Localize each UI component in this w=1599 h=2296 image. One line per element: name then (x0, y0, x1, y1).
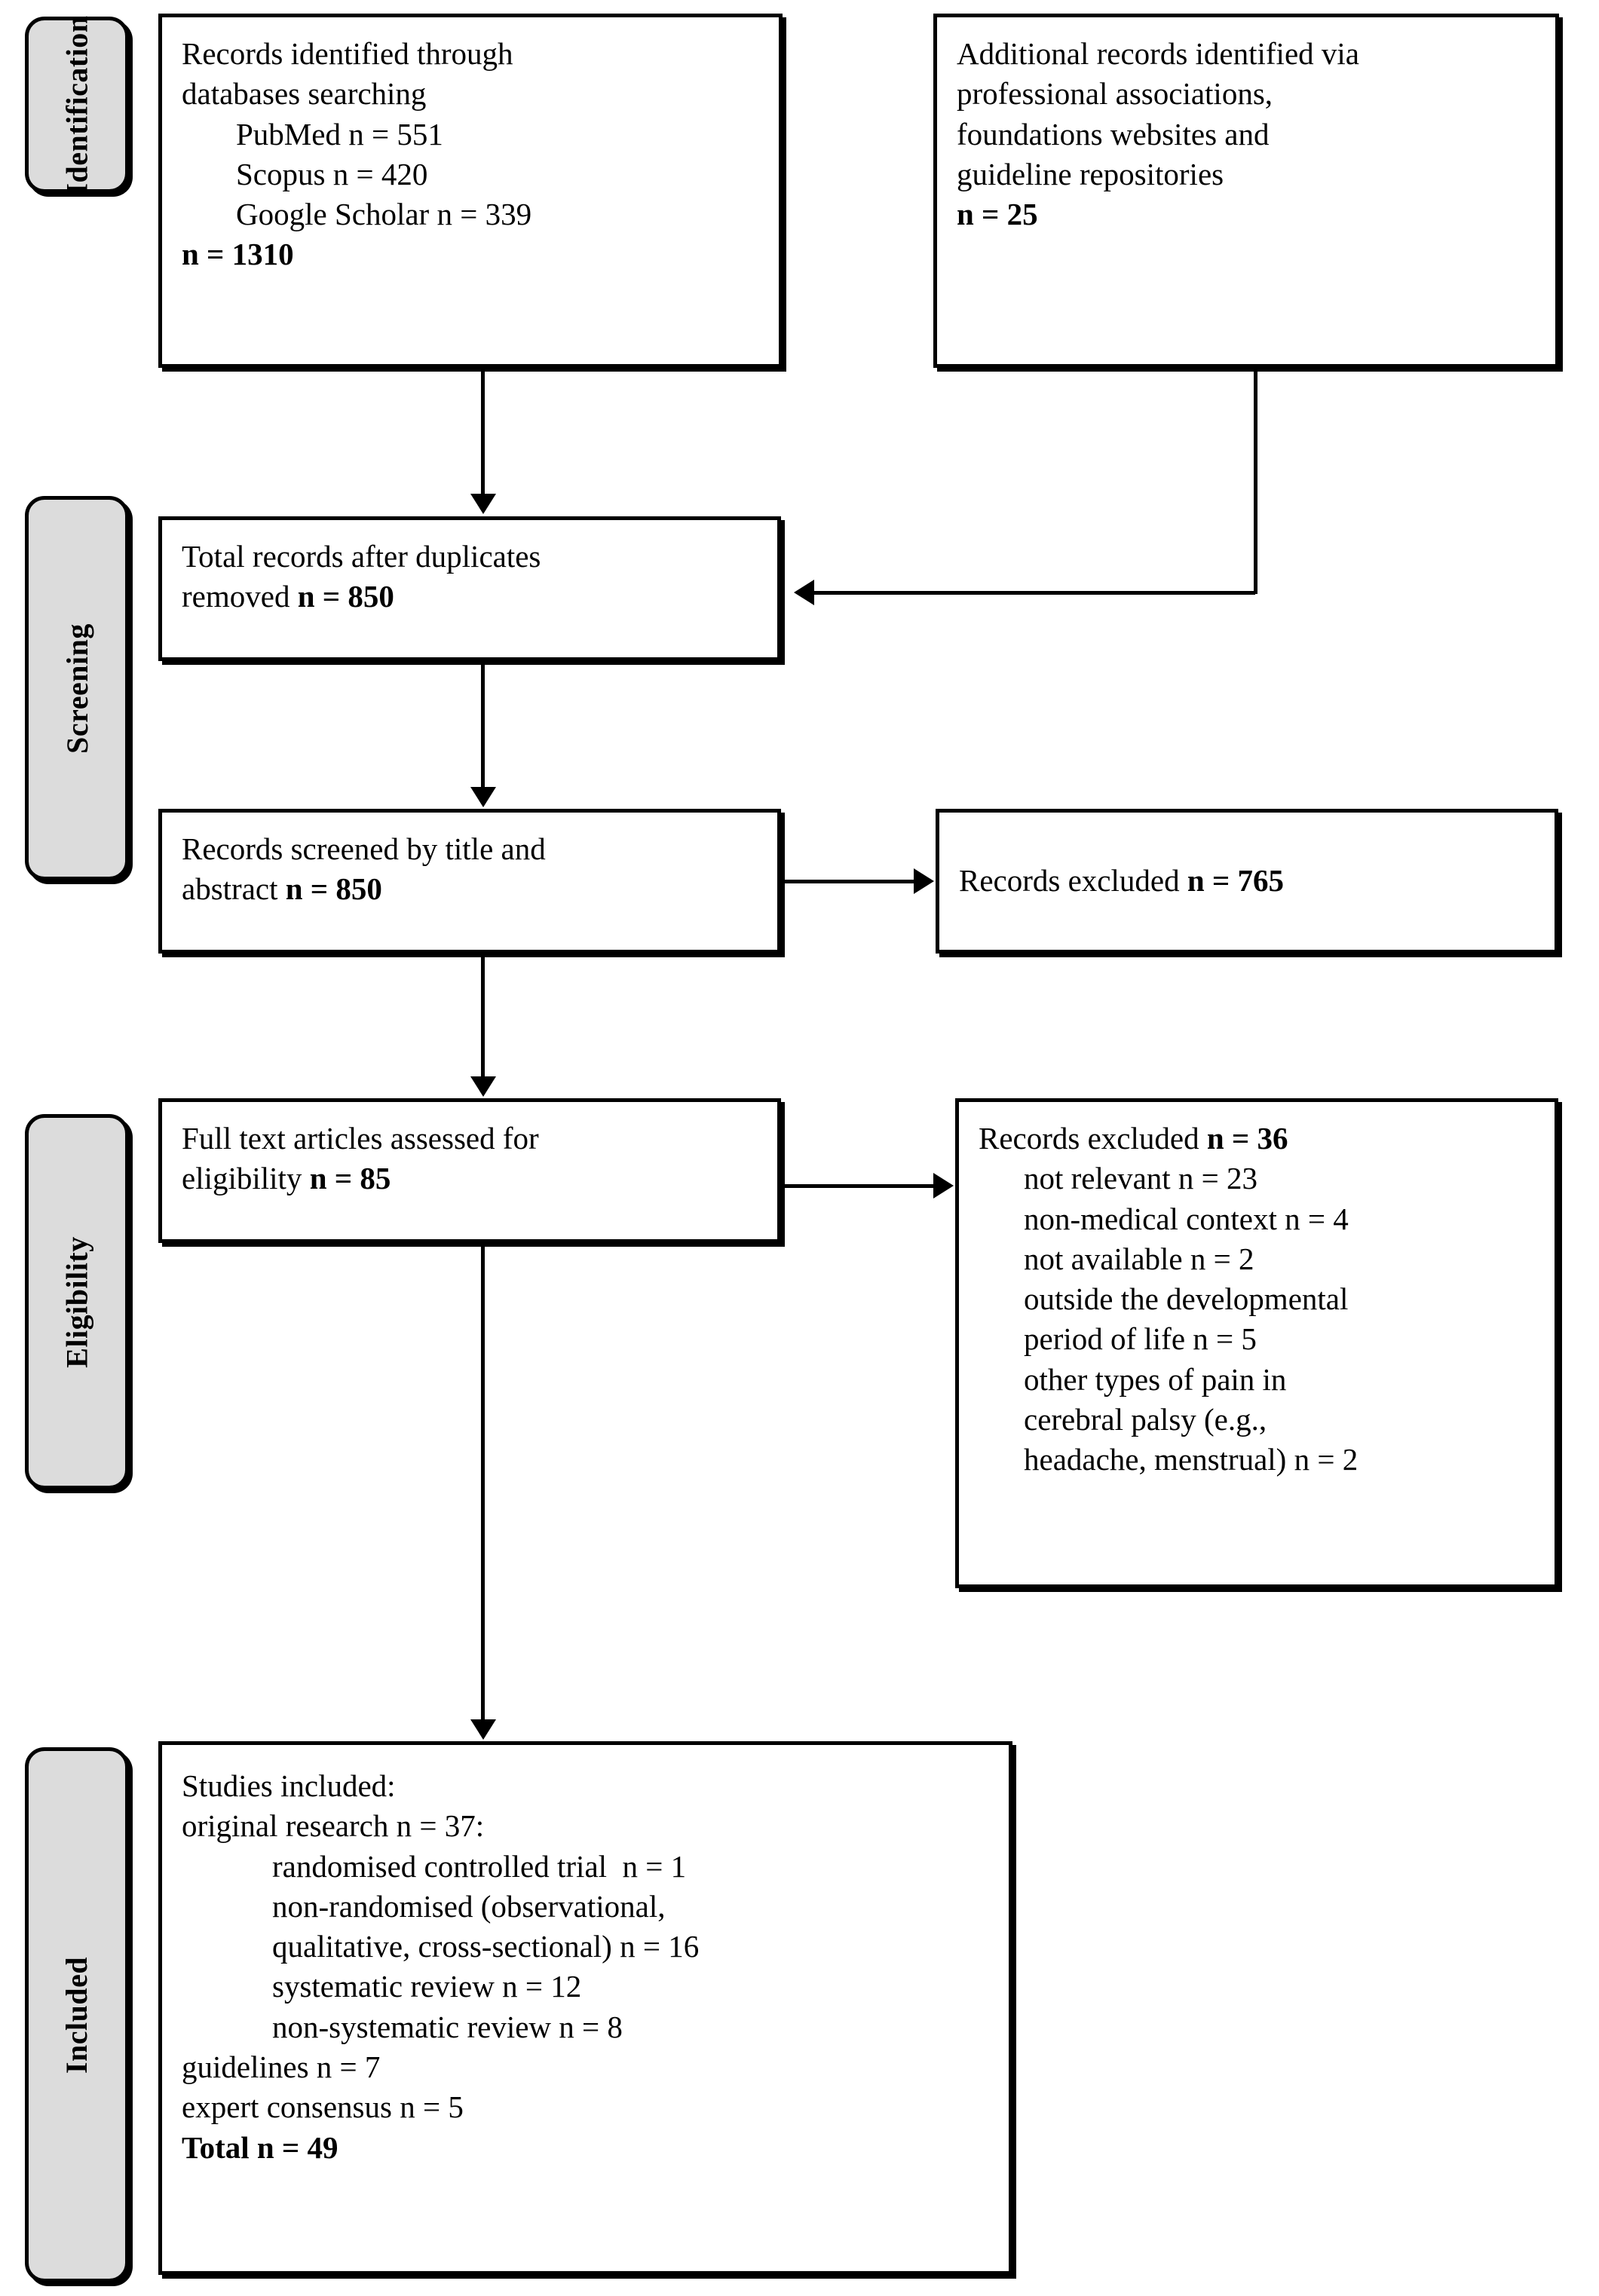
box-line: n = 1310 (182, 237, 294, 272)
box-line: PubMed n = 551 (236, 116, 443, 152)
arrow-duplicates-to-screened (470, 787, 496, 807)
connector-duplicates-to-screened (481, 661, 485, 789)
box-records-identified-databases: Records identified through databases sea… (158, 14, 783, 368)
stage-screening: Screening (25, 496, 129, 880)
box-line: Studies included: (182, 1768, 396, 1803)
box-line: professional associations, (957, 76, 1273, 112)
connector-additional-vertical (1254, 368, 1257, 594)
stage-included: Included (25, 1747, 129, 2282)
box-line: removed n = 850 (182, 579, 394, 614)
box-line: Additional records identified via (957, 36, 1359, 71)
box-line: Google Scholar n = 339 (236, 197, 532, 232)
box-line: non-randomised (observational, (272, 1888, 666, 1924)
box-line: Total records after duplicates (182, 539, 541, 574)
box-full-text-assessed: Full text articles assessed for eligibil… (158, 1098, 781, 1243)
box-line: systematic review n = 12 (272, 1969, 582, 2004)
box-line: foundations websites and (957, 116, 1270, 152)
box-line: randomised controlled trial n = 1 (272, 1848, 687, 1884)
arrow-fulltext-to-excluded (933, 1173, 954, 1199)
arrow-fulltext-to-included (470, 1719, 496, 1740)
box-line: headache, menstrual) n = 2 (1024, 1442, 1359, 1477)
box-line: Records excluded n = 36 (979, 1121, 1288, 1156)
box-line: Records identified through (182, 36, 513, 71)
box-line: Records screened by title and (182, 831, 546, 866)
box-line: Full text articles assessed for (182, 1121, 539, 1156)
arrow-databases-to-duplicates (470, 494, 496, 514)
connector-fulltext-to-included (481, 1243, 485, 1722)
connector-screened-to-excluded (783, 880, 915, 883)
stage-identification-label: Identification (60, 14, 94, 195)
stage-identification: Identification (25, 14, 129, 195)
box-line: expert consensus n = 5 (182, 2089, 464, 2125)
box-line: Records excluded n = 765 (959, 863, 1285, 899)
box-line: not available n = 2 (1024, 1241, 1254, 1276)
box-records-excluded-screening: Records excluded n = 765 (936, 809, 1558, 954)
connector-additional-horizontal (814, 591, 1255, 595)
box-line: original research n = 37: (182, 1808, 485, 1844)
box-line: non-systematic review n = 8 (272, 2009, 623, 2044)
connector-fulltext-to-excluded (783, 1184, 935, 1188)
stage-eligibility: Eligibility (25, 1114, 129, 1489)
box-line: other types of pain in (1024, 1361, 1287, 1397)
connector-databases-to-duplicates (481, 368, 485, 496)
box-records-excluded-eligibility: Records excluded n = 36 not relevant n =… (955, 1098, 1558, 1588)
stage-screening-label: Screening (60, 623, 94, 754)
box-line: n = 25 (957, 197, 1038, 232)
box-line: abstract n = 850 (182, 871, 382, 907)
arrow-additional-to-duplicates (794, 580, 814, 605)
arrow-screened-to-excluded (914, 868, 934, 894)
box-additional-records: Additional records identified via profes… (933, 14, 1559, 368)
box-line: databases searching (182, 76, 427, 112)
box-studies-included: Studies included: original research n = … (158, 1741, 1012, 2275)
connector-screened-to-fulltext (481, 954, 485, 1078)
box-line: guideline repositories (957, 156, 1224, 191)
box-line: non-medical context n = 4 (1024, 1201, 1349, 1236)
box-total-records-after-duplicates: Total records after duplicates removed n… (158, 516, 781, 661)
box-line: Total n = 49 (182, 2129, 338, 2165)
box-line: guidelines n = 7 (182, 2050, 381, 2085)
stage-eligibility-label: Eligibility (60, 1235, 94, 1368)
stage-included-label: Included (60, 1956, 94, 2074)
box-line: Scopus n = 420 (236, 156, 428, 191)
box-line: outside the developmental (1024, 1281, 1349, 1317)
box-line: eligibility n = 85 (182, 1161, 391, 1196)
arrow-screened-to-fulltext (470, 1076, 496, 1097)
box-line: not relevant n = 23 (1024, 1161, 1258, 1196)
box-line: qualitative, cross-sectional) n = 16 (272, 1929, 700, 1964)
box-records-screened: Records screened by title and abstract n… (158, 809, 781, 954)
box-line: cerebral palsy (e.g., (1024, 1402, 1267, 1437)
box-line: period of life n = 5 (1024, 1321, 1257, 1357)
